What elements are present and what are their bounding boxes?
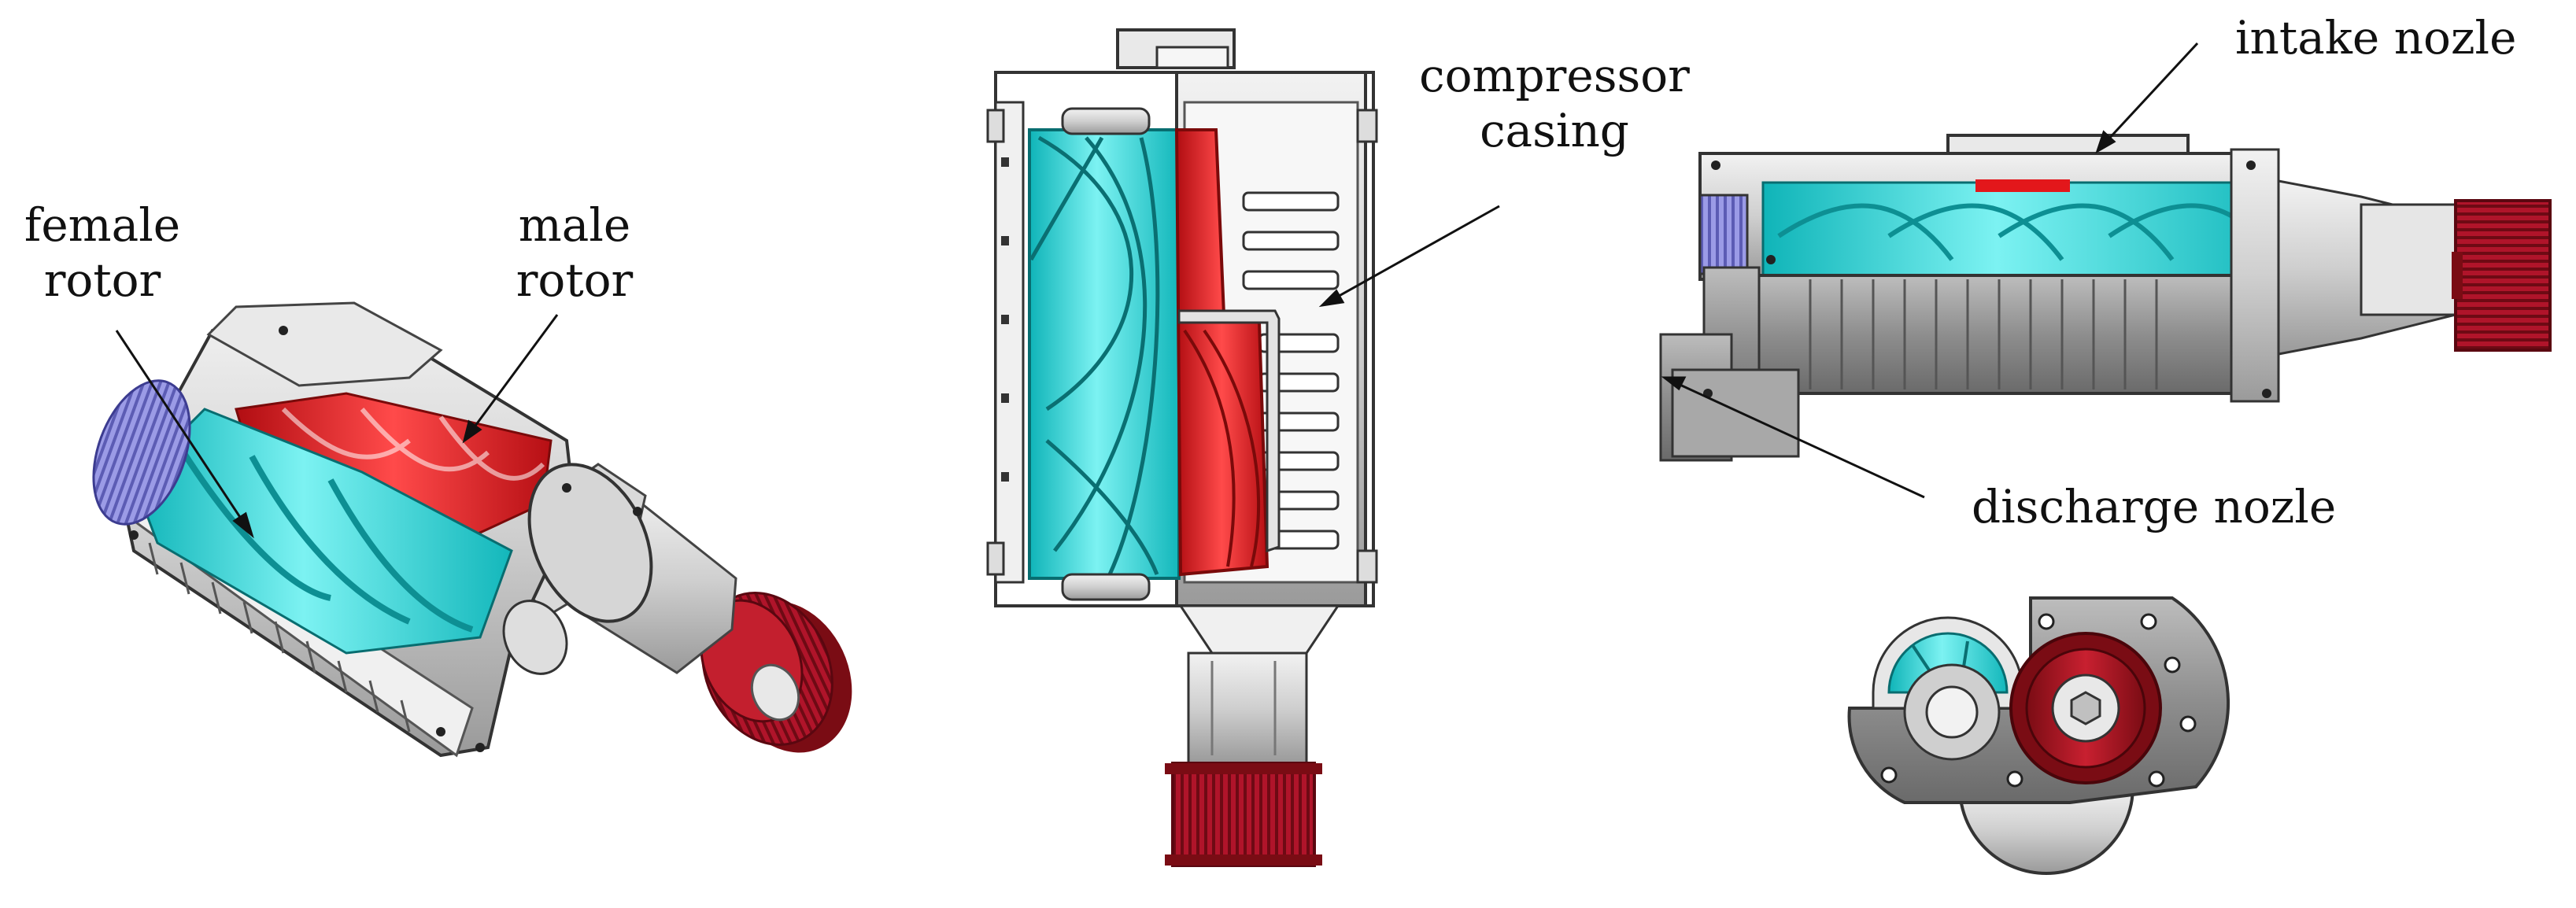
leader-lines-right bbox=[1661, 42, 2199, 499]
drive-pulley-right bbox=[2454, 199, 2552, 352]
label-discharge-nozle: discharge nozle bbox=[1972, 480, 2337, 533]
label-male-rotor-line1: male bbox=[518, 198, 631, 252]
end-view bbox=[1847, 596, 2230, 875]
label-compressor-casing-line1: compressor bbox=[1419, 49, 1690, 102]
label-intake-nozle: intake nozle bbox=[2235, 11, 2517, 65]
drive-pulley-middle bbox=[1171, 762, 1316, 867]
label-compressor-casing: compressor casing bbox=[1389, 49, 1720, 158]
label-compressor-casing-line2: casing bbox=[1480, 103, 1629, 157]
side-view bbox=[1659, 134, 2552, 462]
label-female-rotor-line2: rotor bbox=[43, 253, 161, 307]
section-view bbox=[986, 28, 1378, 867]
leader-line-middle bbox=[1318, 205, 1500, 308]
leader-lines-left bbox=[115, 314, 559, 539]
label-male-rotor: male rotor bbox=[488, 198, 661, 308]
timing-gear bbox=[92, 379, 191, 526]
isometric-cutaway-view bbox=[92, 301, 852, 758]
label-male-rotor-line2: rotor bbox=[516, 253, 634, 307]
label-female-rotor: female rotor bbox=[16, 198, 189, 308]
side-female-rotor bbox=[1761, 181, 2284, 286]
label-female-rotor-line1: female bbox=[24, 198, 181, 252]
female-rotor-part bbox=[132, 408, 513, 655]
